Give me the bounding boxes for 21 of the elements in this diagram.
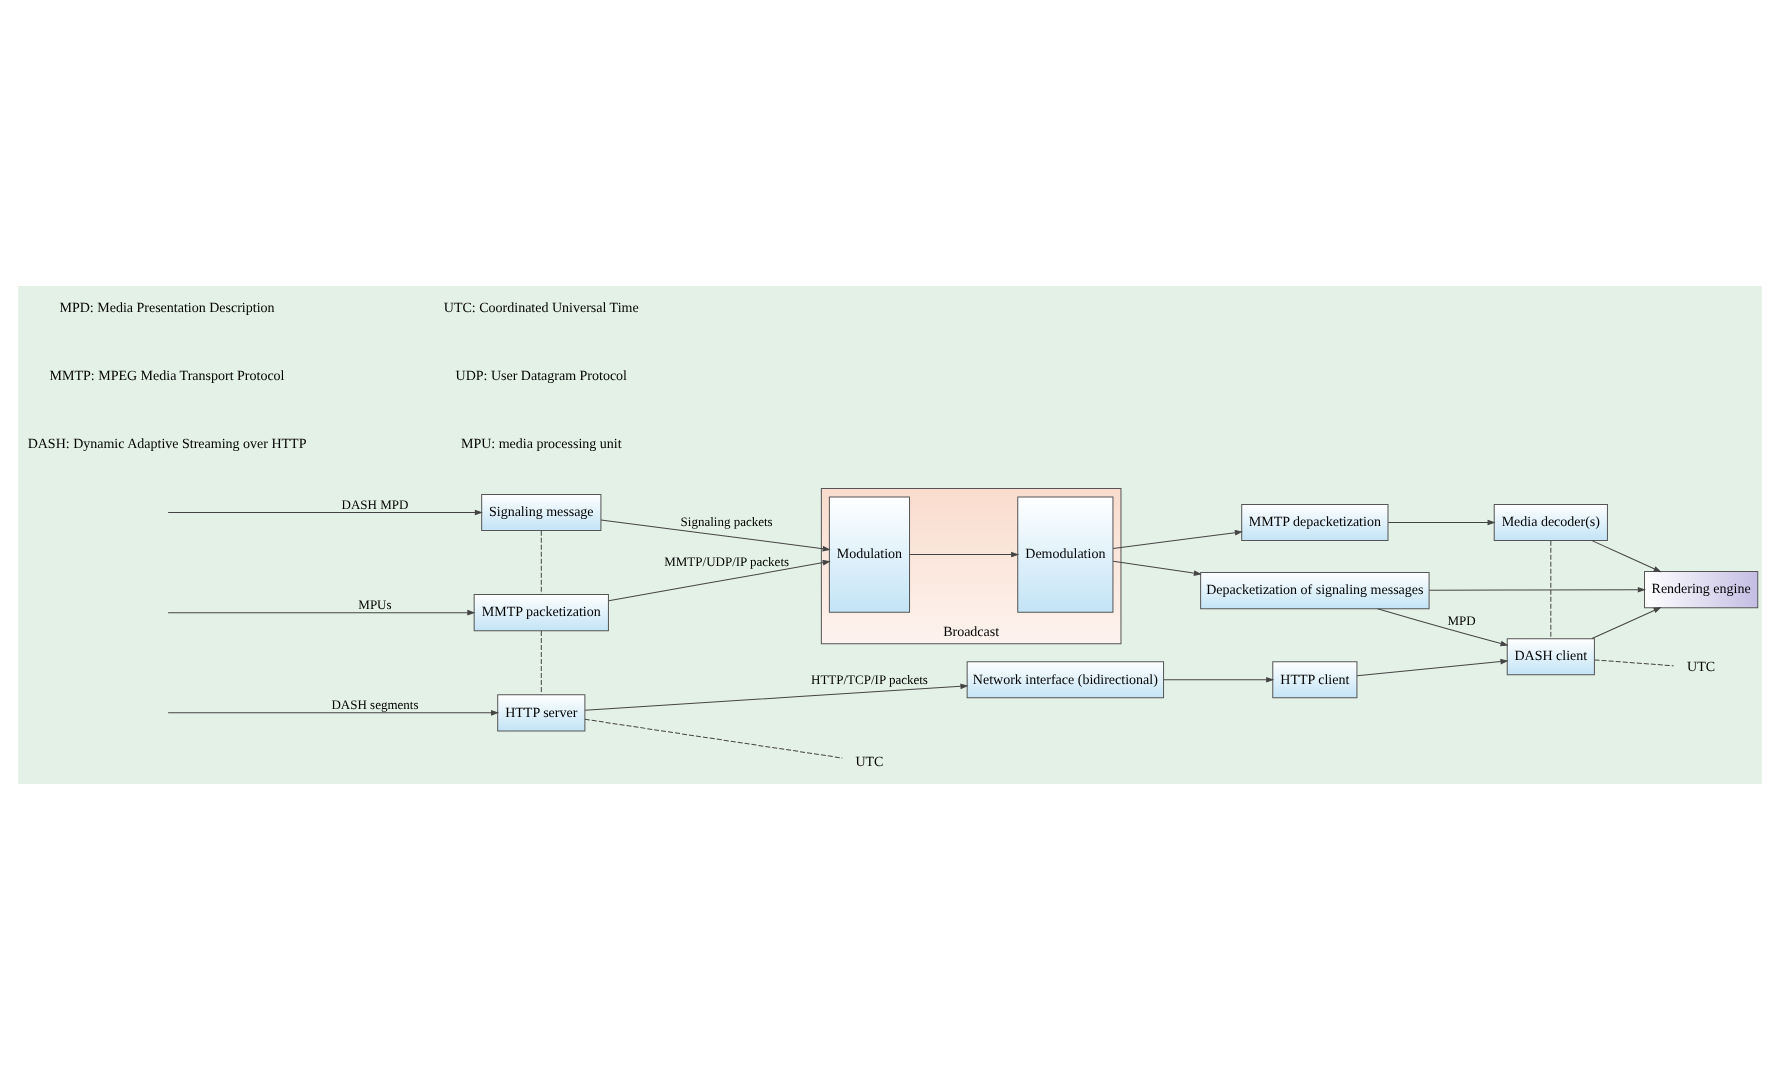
- connector: [1549, 539, 1551, 639]
- arrow: [908, 550, 1018, 557]
- arrow: [1427, 586, 1644, 592]
- connector: [539, 529, 541, 594]
- arrow: [166, 709, 497, 715]
- arrow: [166, 609, 474, 615]
- connector: [583, 717, 842, 758]
- connector: [539, 629, 541, 694]
- arrow: [1376, 607, 1507, 646]
- arrow: [166, 508, 481, 515]
- arrow: [607, 559, 829, 601]
- arrow: [1590, 539, 1660, 572]
- arrow: [1355, 657, 1507, 676]
- arrow: [599, 518, 829, 551]
- arrow: [583, 682, 967, 710]
- arrow: [1111, 529, 1241, 548]
- arrow: [1386, 518, 1494, 525]
- connector: [1593, 658, 1674, 666]
- arrow: [1590, 606, 1660, 639]
- arrow: [1111, 559, 1200, 575]
- arrow: [1162, 676, 1273, 682]
